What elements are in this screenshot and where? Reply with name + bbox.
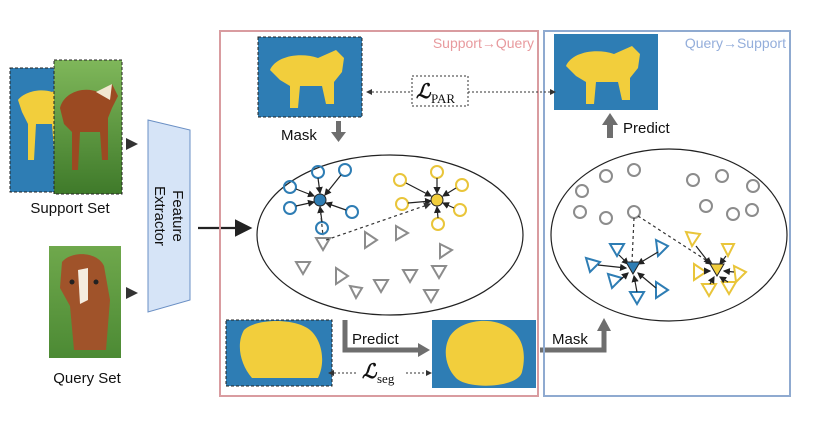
mask-arrow-to-right [540, 318, 611, 353]
loss-seg-subscript: seg [377, 371, 395, 386]
query-feature-space [550, 148, 788, 322]
mask-label-bottom: Mask [552, 331, 588, 348]
input-arrows [126, 138, 138, 299]
query-feature-triangles [294, 224, 454, 304]
support-feature-space [256, 154, 524, 316]
loss-seg-symbol: ℒ [362, 359, 378, 383]
query-horse-photo [49, 246, 121, 358]
yellow-triangle-cluster [684, 230, 748, 298]
support-set-label: Support Set [30, 200, 110, 217]
loss-par-subscript: PAR [431, 91, 455, 106]
query-set-label: Query Set [53, 370, 121, 387]
mask-label-top: Mask [281, 127, 317, 144]
support-query-title: Support→Query [433, 35, 534, 51]
mask-down-arrow [331, 121, 346, 142]
query-set-group: Query Set [49, 246, 122, 387]
distance-lines-support [319, 202, 432, 241]
distance-lines-query [631, 215, 714, 265]
support-mask-top [257, 36, 363, 118]
feature-extractor: Feature Extractor [147, 119, 191, 313]
blue-prototype-cluster [283, 163, 359, 235]
support-set-group: Support Set [9, 59, 123, 217]
support-horse-photo [53, 59, 123, 195]
loss-par-symbol: ℒ [416, 79, 432, 103]
extractor-label-line1: Feature [169, 190, 186, 242]
predict-arrow-lower [342, 320, 430, 357]
query-support-title: Query→Support [685, 35, 786, 51]
loss-par: ℒ PAR [366, 75, 556, 107]
query-support-panel: Query→Support Predict [543, 30, 791, 397]
predict-up-arrow [602, 113, 618, 138]
predicted-support-mask [554, 34, 658, 110]
yellow-prototype-cluster [393, 165, 469, 231]
blue-triangle-cluster [584, 238, 670, 306]
query-ground-truth-mask [225, 319, 333, 387]
extractor-label-line2: Extractor [151, 186, 168, 246]
loss-seg: ℒ seg [328, 359, 432, 386]
support-feature-circles [573, 163, 760, 225]
support-query-panel: Support→Query Mask [219, 30, 539, 397]
predict-label-upper: Predict [623, 120, 671, 137]
predicted-query-mask [432, 320, 536, 388]
predict-label-lower: Predict [352, 331, 400, 348]
